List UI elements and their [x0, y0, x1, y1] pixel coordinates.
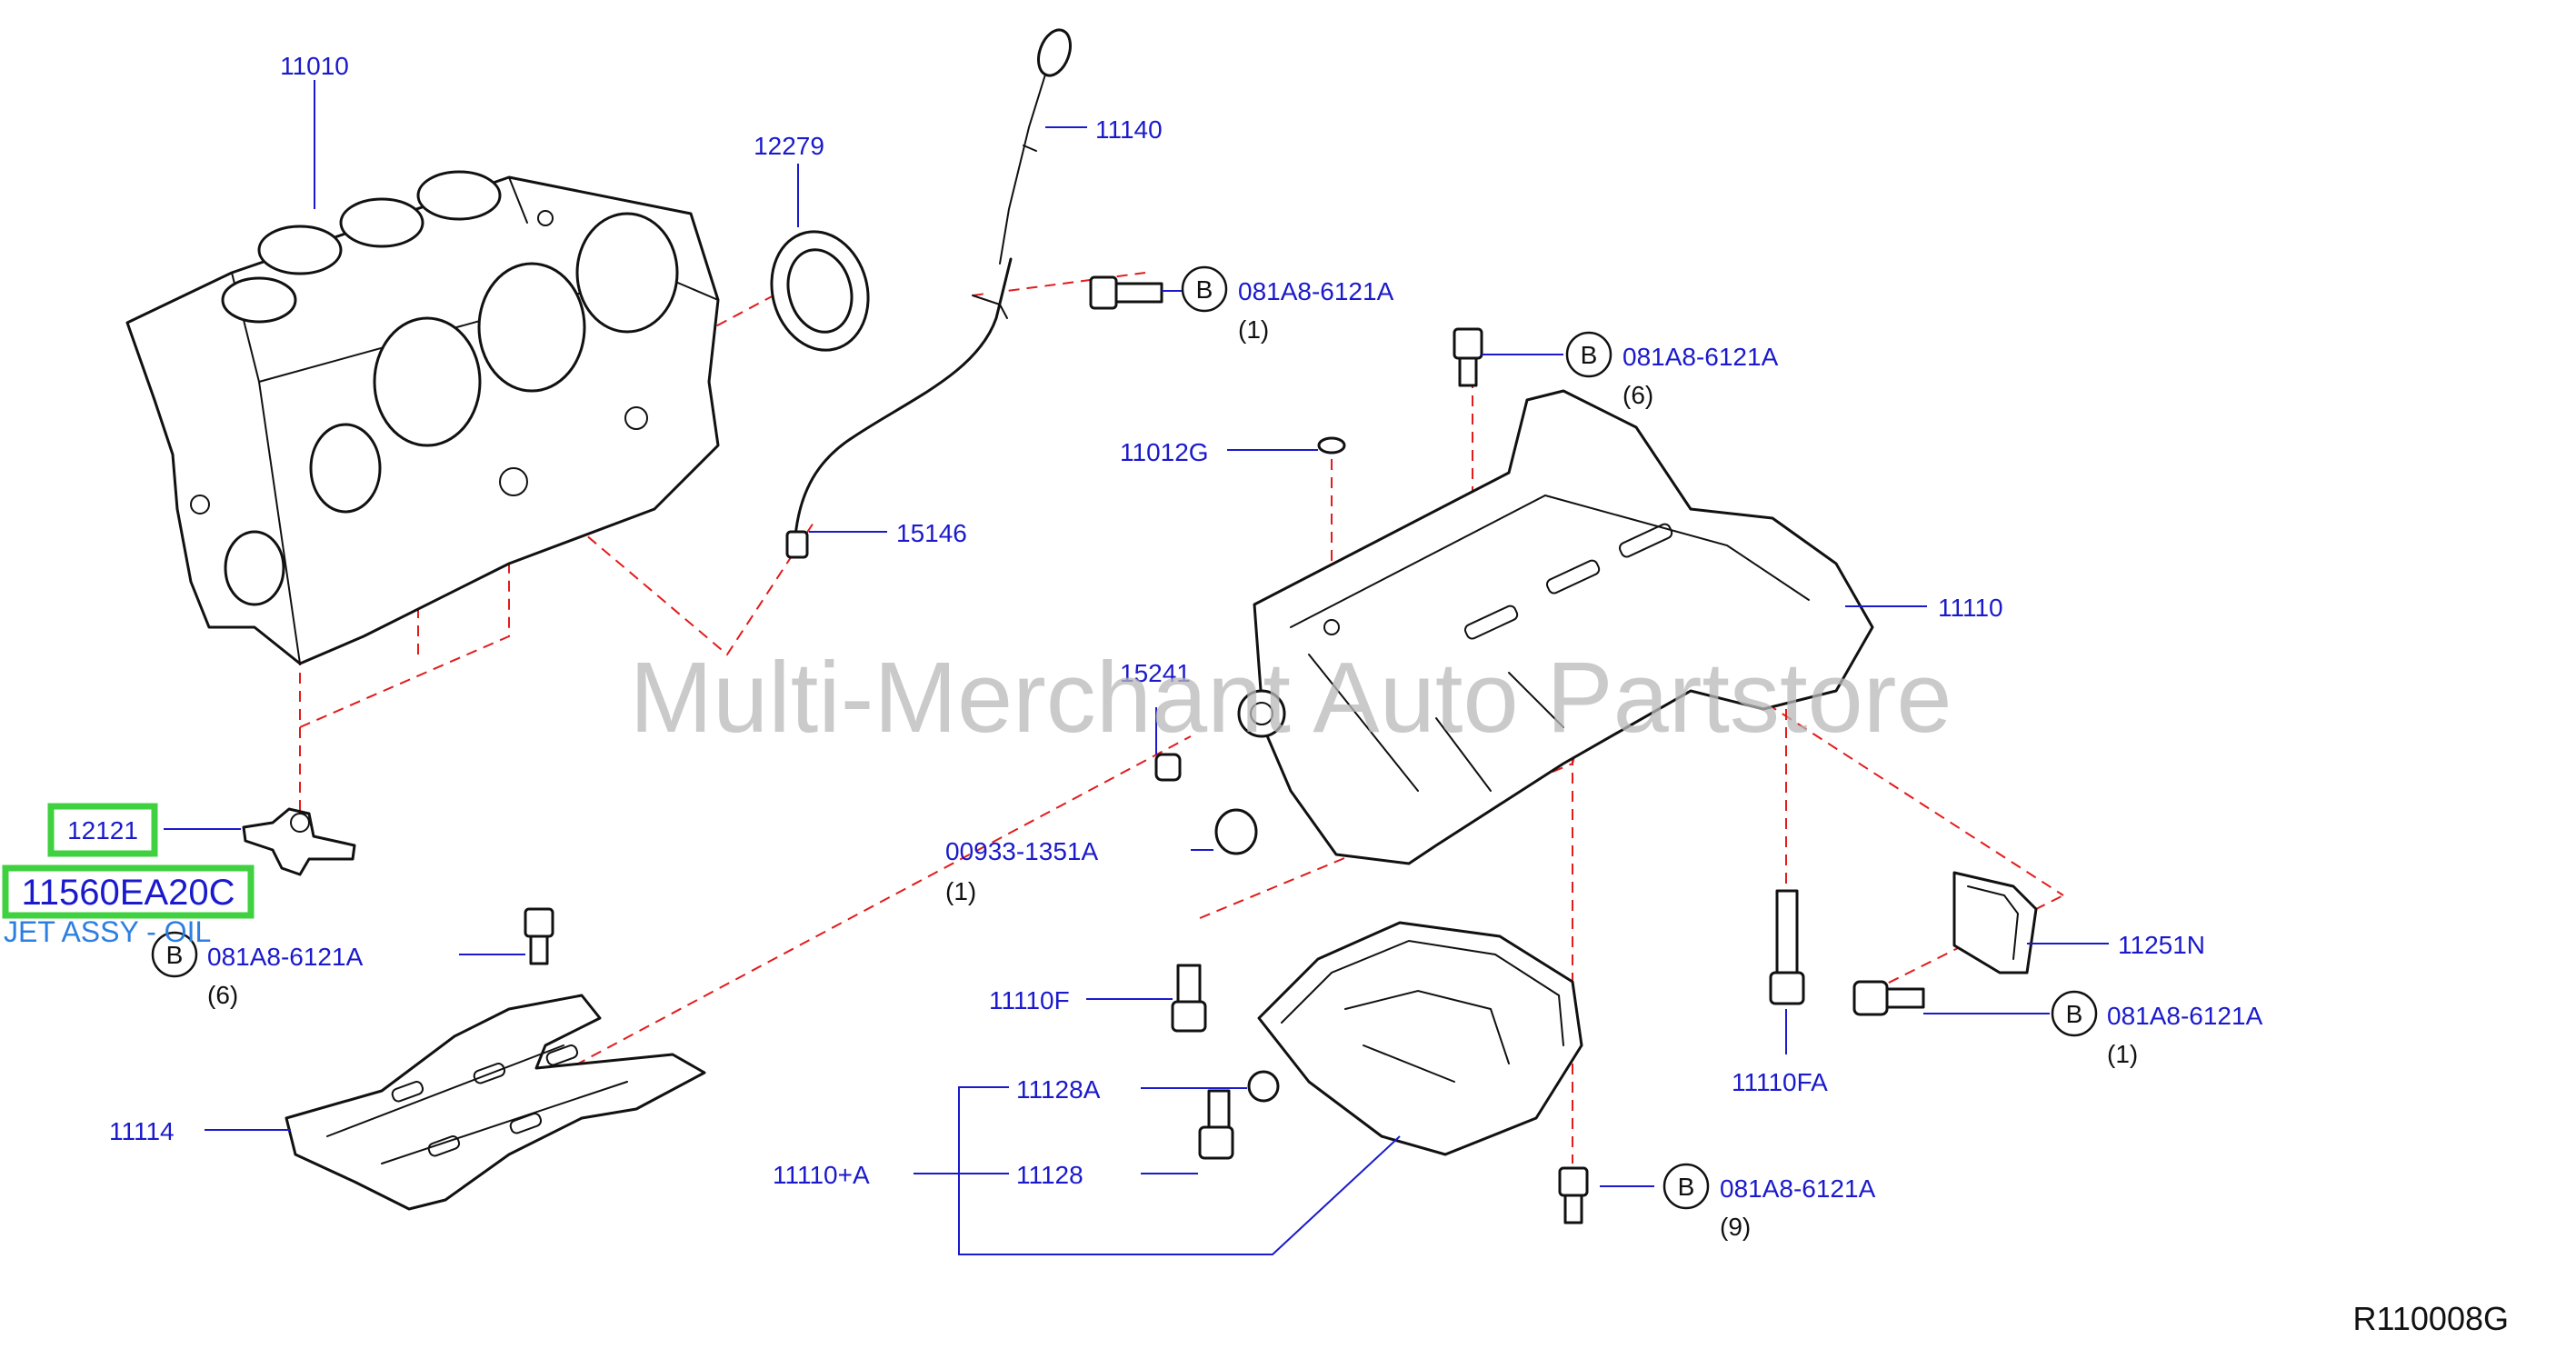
- bolt-icon-4: [1852, 980, 1925, 1016]
- drain-plug-icon: [1198, 1089, 1234, 1160]
- label-15146[interactable]: 15146: [896, 519, 967, 547]
- leader-lines: [164, 80, 2109, 1255]
- dowel-15241-icon: [1154, 753, 1182, 782]
- part-description: JET ASSY - OIL: [4, 915, 211, 948]
- label-11012g[interactable]: 11012G: [1120, 438, 1209, 466]
- label-11110[interactable]: 11110: [1938, 594, 2003, 622]
- label-11110f[interactable]: 11110F: [989, 986, 1070, 1014]
- svg-text:B: B: [1196, 275, 1213, 304]
- dipstick-guide-icon: [785, 257, 1013, 559]
- diagram-reference: R110008G: [2353, 1300, 2509, 1337]
- strainer-icon: [1952, 871, 2038, 974]
- bolt-label-b2[interactable]: 081A8-6121A: [1622, 343, 1779, 371]
- label-11251n[interactable]: 11251N: [2118, 931, 2205, 959]
- bolt-label-b1[interactable]: 081A8-6121A: [1238, 277, 1394, 305]
- bolt-11110f-icon: [1171, 964, 1207, 1033]
- label-11128a[interactable]: 11128A: [1016, 1075, 1101, 1104]
- label-11110fa[interactable]: 11110FA: [1732, 1068, 1828, 1096]
- bolt-qty-b5: (9): [1720, 1213, 1751, 1241]
- label-15241[interactable]: 15241: [1120, 659, 1191, 687]
- bolt-symbol-b2: B: [1565, 331, 1612, 378]
- bolt-qty-b3: (6): [207, 981, 238, 1009]
- bolt-symbol-b5: B: [1662, 1163, 1710, 1210]
- highlight-box-replacement: [2, 864, 255, 919]
- bolt-label-b3[interactable]: 081A8-6121A: [207, 943, 364, 971]
- bolt-symbol-b1: B: [1181, 265, 1228, 313]
- label-11114[interactable]: 11114: [109, 1117, 175, 1145]
- bolt-11110fa-icon: [1769, 889, 1805, 1005]
- qty-00933-1351a: (1): [945, 877, 976, 905]
- highlight-box-part-no: [47, 803, 158, 857]
- label-11110-a[interactable]: 11110+A: [773, 1161, 870, 1189]
- label-11128[interactable]: 11128: [1016, 1161, 1083, 1189]
- upper-oil-pan-icon: [1237, 389, 1874, 865]
- bolt-icon-3: [524, 907, 554, 965]
- svg-text:B: B: [2066, 1000, 2083, 1028]
- bolt-qty-b2: (6): [1622, 381, 1653, 409]
- highlighted-part-group[interactable]: 12121 11560EA20C JET ASSY - OIL: [2, 803, 255, 948]
- label-12121[interactable]: 12121: [67, 816, 138, 844]
- oil-jet-icon: [242, 807, 356, 876]
- bolt-symbol-b4: B: [2051, 990, 2098, 1037]
- plug-00933-icon: [1214, 808, 1258, 855]
- label-11140[interactable]: 11140: [1095, 115, 1163, 144]
- replacement-part-number[interactable]: 11560EA20C: [22, 873, 235, 913]
- svg-text:B: B: [1581, 341, 1598, 369]
- lower-oil-pan-icon: [1257, 921, 1583, 1156]
- bolt-qty-b1: (1): [1238, 315, 1269, 344]
- bolt-qty-b4: (1): [2107, 1040, 2138, 1068]
- svg-text:B: B: [1678, 1173, 1695, 1201]
- bolt-icon-5: [1558, 1166, 1589, 1224]
- oil-seal-icon: [770, 230, 870, 352]
- dipstick-icon: [999, 28, 1072, 265]
- label-00933-1351a[interactable]: 00933-1351A: [945, 837, 1098, 865]
- bolt-icon-2: [1453, 327, 1483, 387]
- baffle-plate-icon: [285, 994, 706, 1211]
- watermark-text: Multi-Merchant Auto Partstore: [629, 642, 1952, 754]
- bolt-label-b4[interactable]: 081A8-6121A: [2107, 1002, 2263, 1030]
- bolt-label-b5[interactable]: 081A8-6121A: [1720, 1174, 1876, 1203]
- bolt-icon-1: [1089, 275, 1163, 310]
- label-11010[interactable]: 11010: [280, 52, 349, 80]
- o-ring-11012g-icon: [1317, 436, 1346, 455]
- cylinder-block-icon: [125, 170, 720, 665]
- svg-text:B: B: [166, 941, 184, 969]
- bolt-symbol-b3: B: [151, 931, 198, 978]
- washer-11128a-icon: [1247, 1070, 1280, 1103]
- label-12279[interactable]: 12279: [754, 132, 824, 160]
